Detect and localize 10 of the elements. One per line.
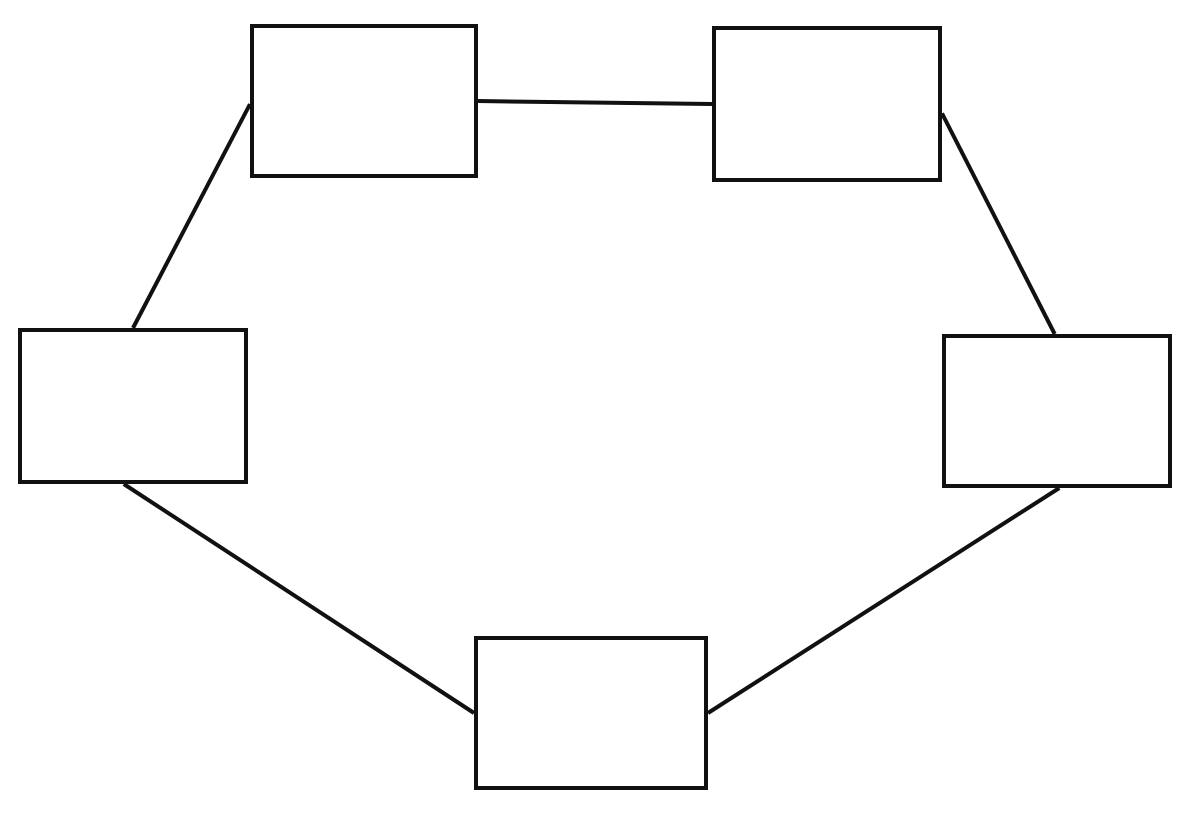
connector-line bbox=[706, 486, 1061, 715]
empty-box bbox=[18, 328, 248, 484]
empty-box bbox=[250, 24, 478, 178]
empty-box bbox=[712, 26, 942, 182]
connector-line bbox=[940, 112, 1057, 335]
empty-box bbox=[942, 334, 1172, 488]
connector-line bbox=[122, 482, 476, 715]
connector-line bbox=[131, 103, 252, 329]
empty-box bbox=[474, 636, 708, 790]
connector-line bbox=[477, 99, 713, 106]
